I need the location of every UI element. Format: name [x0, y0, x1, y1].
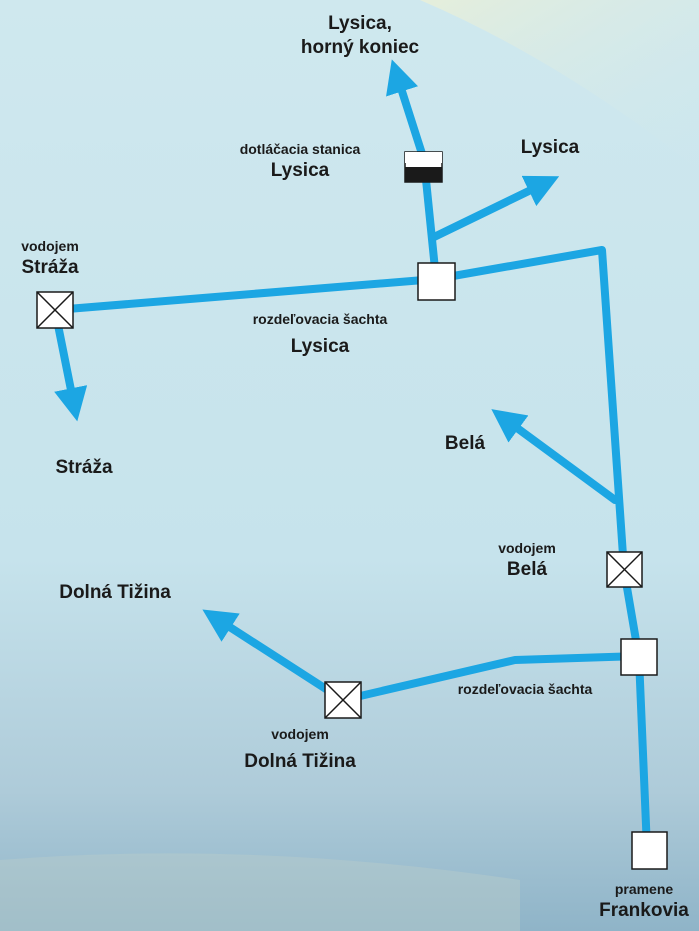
pipelines	[51, 59, 651, 853]
label-pramene-name: Frankovia	[599, 899, 689, 921]
label-dotlacacia-stanica-lysica: dotláčacia stanica Lysica	[205, 141, 395, 182]
label-vodojem-bela: vodojem Belá	[477, 540, 577, 581]
node-rozdelovacia-sachta-lysica	[417, 262, 456, 301]
label-rozdelovacia-sachta-lower: rozdeľovacia šachta	[457, 681, 593, 697]
label-bela-destination: Belá	[444, 433, 486, 454]
label-dotlacacia-stanica: dotláčacia stanica	[239, 141, 361, 157]
node-vodojem-straza	[36, 291, 74, 329]
label-pramene-small: pramene	[614, 881, 674, 897]
label-vodojem-dolna-name: Dolná Tižina	[244, 750, 356, 772]
label-vodojem-dolna-tizina: vodojem Dolná Tižina	[200, 726, 400, 773]
node-vodojem-dolna-tizina	[324, 681, 362, 719]
label-lysica-horny-koniec-line2: horný koniec	[300, 36, 420, 58]
label-rozdelovacia-lysica-name: Lysica	[290, 335, 350, 357]
pipe-to-dolna-tizina	[202, 609, 643, 704]
label-lysica-horny-koniec: Lysica, horný koniec	[260, 12, 460, 60]
label-vodojem-straza-small: vodojem	[21, 238, 79, 254]
label-dotlacacia-lysica: Lysica	[270, 159, 330, 181]
label-dolna-tizina-destination: Dolná Tižina	[59, 582, 171, 603]
node-dotlacacia-stanica	[404, 151, 443, 183]
pipe-main-trunk	[51, 246, 651, 853]
label-vodojem-bela-small: vodojem	[498, 540, 556, 556]
label-rozdelovacia-sachta-lysica: rozdeľovacia šachta Lysica	[210, 311, 430, 358]
label-lysica-branch: Lysica	[520, 137, 580, 158]
node-pramene-frankovia	[631, 831, 668, 870]
pipe-to-bela	[491, 409, 619, 504]
label-straza-destination: Stráža	[55, 457, 113, 478]
label-rozdelovacia-lysica-small: rozdeľovacia šachta	[252, 311, 388, 327]
label-vodojem-straza: vodojem Stráža	[0, 238, 100, 279]
background-corner-haze	[420, 0, 699, 170]
background-bottom-haze	[0, 853, 520, 931]
label-lysica-horny-koniec-line1: Lysica,	[328, 13, 392, 34]
node-rozdelovacia-sachta-lower	[620, 638, 658, 676]
label-pramene-frankovia: pramene Frankovia	[589, 881, 699, 922]
label-vodojem-straza-name: Stráža	[21, 256, 79, 278]
node-vodojem-bela	[606, 551, 643, 588]
pipe-to-lysica	[428, 175, 560, 242]
label-vodojem-dolna-small: vodojem	[271, 726, 329, 742]
label-vodojem-bela-name: Belá	[506, 558, 548, 580]
